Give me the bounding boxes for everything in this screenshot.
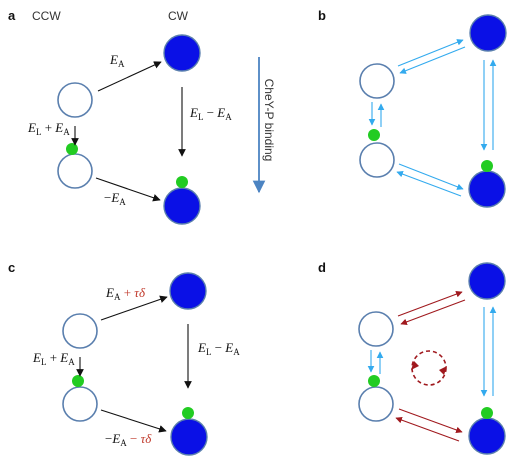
chey-p-ligand [176,176,188,188]
label-el-minus-ea: EL − EA [189,105,232,122]
panel-label-b: b [318,8,326,23]
chey-p-ligand [72,375,84,387]
state-cw-unbound [169,272,207,310]
state-cw-unbound [469,14,507,52]
arrow-forward-red [397,290,463,317]
label-ea: EA [109,52,125,69]
arrow-forward [397,39,464,67]
state-ccw-unbound [359,63,395,99]
arrow-backward-red [395,416,460,442]
chey-p-ligand [368,375,380,387]
label-ea-plus-tau-delta: EA + τδ [105,285,146,302]
chey-p-ligand [182,407,194,419]
arrow-ccw-to-cw [97,61,162,92]
arrow-ccw-to-cw [100,295,168,321]
net-flux-cycle [411,350,447,386]
arrow-backward [396,170,462,197]
state-cw-bound [468,417,506,455]
state-ccw-unbound [57,82,93,118]
panel-b: b [318,8,507,208]
state-cw-bound [163,187,201,225]
label-neg-ea: −EA [104,190,126,207]
arrow-backward [399,46,466,74]
arrow-bound-ccw-to-cw [100,409,167,433]
header-ccw: CCW [32,9,61,23]
panel-label-a: a [8,8,16,23]
state-ccw-bound [358,386,394,422]
arrow-bound-ccw-to-cw [95,177,161,202]
state-cw-bound [468,170,506,208]
panel-c: c EA + τδ EL − EA EL + EA −EA − τδ [8,260,240,456]
header-cw: CW [168,9,189,23]
state-cw-unbound [468,262,506,300]
chey-p-binding-label: CheY-P binding [262,79,276,162]
state-ccw-bound [57,153,93,189]
panel-label-d: d [318,260,326,275]
panel-a: a CCW CW EA EL − EA EL + EA −EA CheY-P b… [8,8,276,225]
state-ccw-bound [359,142,395,178]
panel-label-c: c [8,260,15,275]
chey-p-ligand [481,160,493,172]
arrow-backward-red [400,299,466,326]
state-ccw-unbound [62,313,98,349]
label-el-minus-ea: EL − EA [197,340,240,357]
chey-p-ligand [481,407,493,419]
panel-d: d [318,260,506,455]
state-ccw-unbound [358,311,394,347]
label-el-plus-ea: EL + EA [27,120,70,137]
arrow-forward [398,163,464,190]
chey-p-ligand [368,129,380,141]
arrow-forward-red [398,408,463,434]
state-ccw-bound [62,386,98,422]
state-cw-bound [170,418,208,456]
label-el-plus-ea: EL + EA [32,350,75,367]
state-cw-unbound [163,34,201,72]
cycle-arrowhead [411,361,419,370]
label-neg-ea-minus-tau-delta: −EA − τδ [105,431,152,448]
chey-p-ligand [66,143,78,155]
cycle-arrowhead [439,366,447,375]
